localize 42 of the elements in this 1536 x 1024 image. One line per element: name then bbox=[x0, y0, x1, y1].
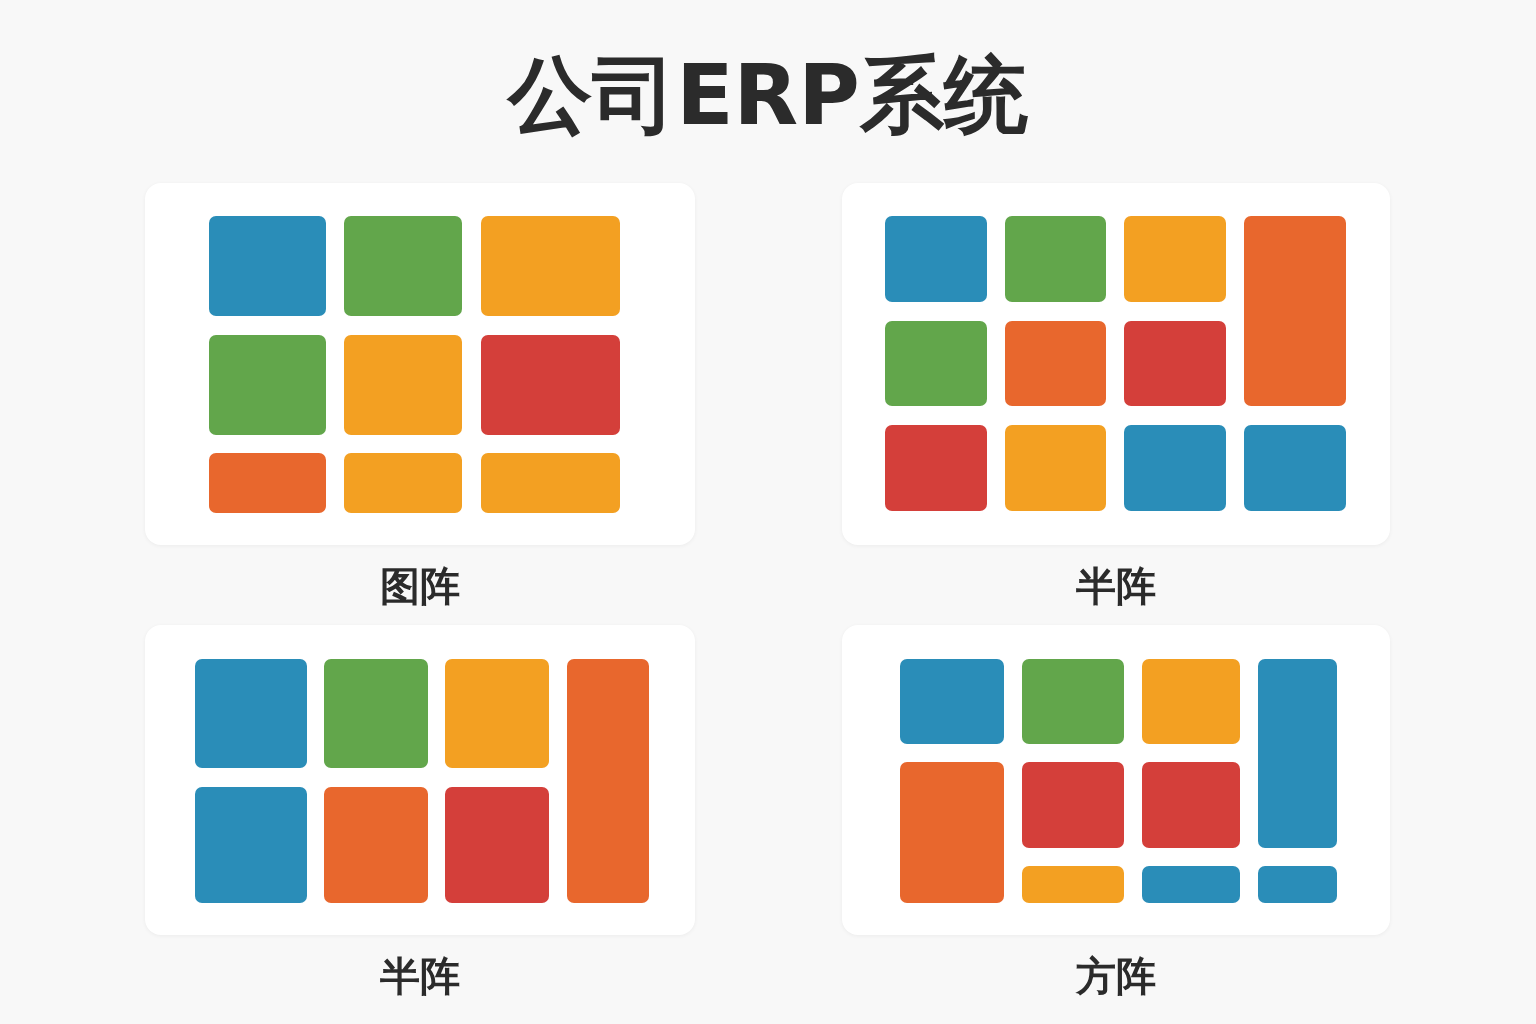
tile bbox=[900, 762, 1004, 903]
tile bbox=[1124, 425, 1226, 511]
panel-caption: 半阵 bbox=[380, 952, 460, 1001]
tile bbox=[344, 216, 462, 316]
tile bbox=[1005, 425, 1106, 511]
tile bbox=[445, 659, 549, 768]
tile bbox=[481, 453, 620, 513]
tile bbox=[1142, 762, 1240, 848]
tile bbox=[324, 787, 428, 903]
tile bbox=[1142, 866, 1240, 903]
tile bbox=[1244, 216, 1346, 406]
tile bbox=[1005, 321, 1106, 406]
tile bbox=[900, 659, 1004, 744]
tile bbox=[1022, 659, 1124, 744]
tile bbox=[209, 216, 326, 316]
panel-caption: 图阵 bbox=[380, 562, 460, 611]
tile bbox=[885, 216, 987, 302]
tile bbox=[1258, 866, 1337, 903]
tile bbox=[885, 425, 987, 511]
tile bbox=[445, 787, 549, 903]
tile bbox=[344, 335, 462, 435]
tile bbox=[1005, 216, 1106, 302]
title: 公司ERP系统 bbox=[508, 45, 1028, 146]
tile bbox=[1258, 659, 1337, 848]
panel-caption: 方阵 bbox=[1076, 952, 1156, 1001]
tile bbox=[324, 659, 428, 768]
tile bbox=[1022, 866, 1124, 903]
panel-caption: 半阵 bbox=[1076, 562, 1156, 611]
tile bbox=[1244, 425, 1346, 511]
tile bbox=[209, 335, 326, 435]
tile bbox=[885, 321, 987, 406]
tile bbox=[567, 659, 649, 903]
tile bbox=[1124, 216, 1226, 302]
tile bbox=[344, 453, 462, 513]
tile bbox=[481, 335, 620, 435]
tile bbox=[195, 659, 307, 768]
tile bbox=[1142, 659, 1240, 744]
tile bbox=[195, 787, 307, 903]
tile bbox=[209, 453, 326, 513]
tile bbox=[1124, 321, 1226, 406]
tile bbox=[1022, 762, 1124, 848]
tile bbox=[481, 216, 620, 316]
